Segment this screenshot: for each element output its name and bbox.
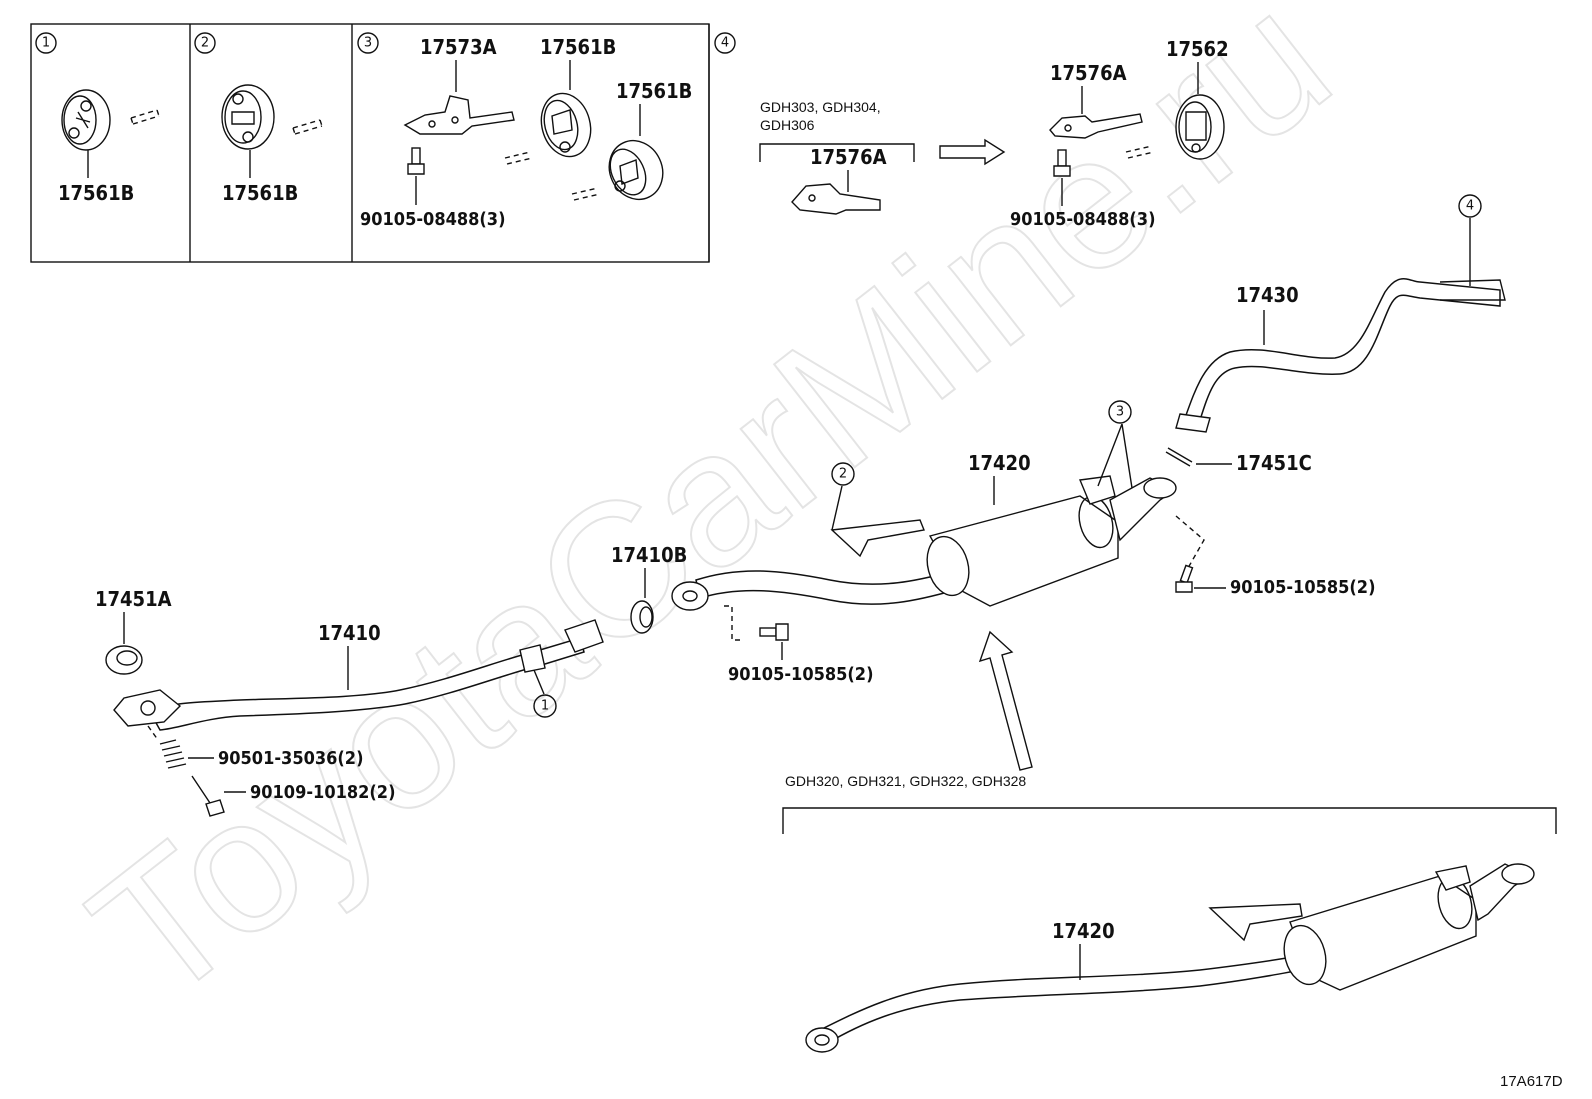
bolt-icon[interactable] (1175, 564, 1194, 593)
detail-box-2: 2 17561B (194, 32, 323, 205)
rubber-insulator-icon[interactable] (600, 132, 672, 208)
callout-3-label[interactable]: 3 (1116, 405, 1124, 420)
tail-pipe-label[interactable]: 17430 (1236, 283, 1299, 307)
box-3-insulator-a-label[interactable]: 17561B (540, 35, 616, 59)
leader-line (533, 669, 545, 695)
rubber-insulator-icon[interactable] (221, 84, 275, 150)
box-4-models-line-1: GDH303, GDH304, (760, 99, 881, 115)
rubber-insulator-icon[interactable] (535, 88, 598, 162)
detail-box-4: 4 GDH303, GDH304, GDH306 17576A 17576A 9… (714, 32, 1229, 230)
box-3-insulator-b-label[interactable]: 17561B (616, 79, 692, 103)
callout-2-label[interactable]: 2 (839, 467, 847, 482)
replacement-arrow-icon (939, 138, 1006, 166)
gasket-ring-label[interactable]: 17410B (611, 543, 687, 567)
leader-line (1097, 423, 1133, 489)
pin-dash (571, 187, 601, 201)
box-1-index: 1 (42, 36, 50, 51)
callout-4-label[interactable]: 4 (1466, 199, 1474, 214)
center-pipe-label[interactable]: 17420 (968, 451, 1031, 475)
pin-dash (504, 151, 533, 165)
gasket-ring-icon[interactable] (630, 600, 654, 634)
spring-icon[interactable] (159, 739, 187, 769)
box-4-insulator-label[interactable]: 17562 (1166, 37, 1229, 61)
detail-box-3: 3 17573A 90105-08488(3) 17561B 17561B (357, 32, 692, 230)
bolt-b-label[interactable]: 90105-10585(2) (728, 664, 873, 685)
spring-label[interactable]: 90501-35036(2) (218, 748, 363, 769)
callout-1-label[interactable]: 1 (541, 699, 549, 714)
leader-line (831, 485, 843, 531)
bolt-icon[interactable] (759, 623, 789, 641)
front-pipe-label[interactable]: 17410 (318, 621, 381, 645)
box-3-index: 3 (364, 36, 372, 51)
diagram-code: 17A617D (1500, 1073, 1563, 1090)
box-1-index-circle (35, 32, 57, 54)
dashed-bolt-guide (724, 605, 740, 641)
box-3-index-circle (357, 32, 379, 54)
bolt-front-label[interactable]: 90109-10182(2) (250, 782, 395, 803)
model-bracket-line (759, 143, 915, 162)
tail-pipe[interactable] (1175, 278, 1506, 433)
box-3-bolt-label[interactable]: 90105-08488(3) (360, 209, 505, 230)
bolt-icon[interactable] (191, 775, 225, 817)
box-4-index: 4 (721, 36, 729, 51)
box-2-index-circle (194, 32, 216, 54)
bolt-a-label[interactable]: 90105-10585(2) (1230, 577, 1375, 598)
gasket-front-label[interactable]: 17451A (95, 587, 172, 611)
box-2-index: 2 (201, 36, 209, 51)
hanger-bracket-icon[interactable] (1049, 113, 1143, 139)
callout-1-circle (533, 694, 557, 718)
box-2-part-label[interactable]: 17561B (222, 181, 298, 205)
pin-dash (292, 119, 323, 135)
gasket-tail-label[interactable]: 17451C (1236, 451, 1312, 475)
callout-2-circle (831, 462, 855, 486)
bolt-icon (1053, 149, 1071, 177)
detail-boxes (30, 23, 710, 263)
box-4-models-line-2: GDH306 (760, 117, 815, 133)
variant-arrow-icon (978, 630, 1033, 771)
rubber-insulator-icon[interactable] (61, 89, 111, 151)
callout-4-circle (1458, 194, 1482, 218)
pin-dash (130, 109, 160, 125)
watermark: ToyotaCarMine.ru (55, 0, 1367, 1042)
box-4-bolt-label[interactable]: 90105-08488(3) (1010, 209, 1155, 230)
variant-models: GDH320, GDH321, GDH322, GDH328 (785, 773, 1026, 789)
box-3-bracket-label[interactable]: 17573A (420, 35, 497, 59)
front-pipe[interactable] (113, 619, 604, 731)
callout-3-circle (1108, 400, 1132, 424)
variant-bracket-line (782, 807, 1557, 834)
gasket-tail-icon[interactable] (1165, 447, 1193, 467)
pin-dash (1125, 145, 1155, 159)
hanger-bracket-icon[interactable] (403, 95, 515, 135)
box-1-part-label[interactable]: 17561B (58, 181, 134, 205)
box-4-index-circle (714, 32, 736, 54)
variant-part-label[interactable]: 17420 (1052, 919, 1115, 943)
dashed-bolt-guide (1175, 515, 1205, 569)
hanger-bracket-icon[interactable] (791, 183, 881, 215)
detail-box-1: 1 17561B (35, 32, 160, 205)
box-4-old-bracket-label[interactable]: 17576A (810, 145, 887, 169)
dashed-bolt-guide (147, 725, 159, 741)
box-4-new-bracket-label[interactable]: 17576A (1050, 61, 1127, 85)
gasket-front-icon[interactable] (105, 645, 143, 675)
center-pipe-muffler[interactable] (671, 475, 1177, 611)
variant-center-pipe-muffler[interactable] (805, 863, 1535, 1053)
rubber-insulator-icon[interactable] (1175, 94, 1225, 160)
bolt-icon (407, 147, 425, 175)
